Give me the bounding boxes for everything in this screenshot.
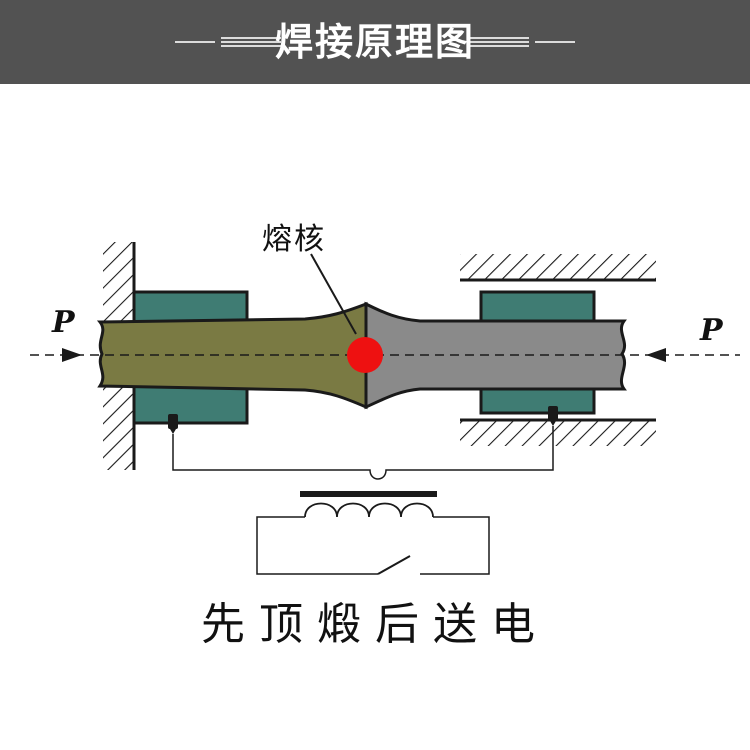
force-label-left: P	[52, 305, 75, 340]
right-electrode-contact	[548, 406, 558, 426]
weld-nugget	[347, 337, 383, 373]
transformer-coil	[304, 502, 434, 518]
secondary-circuit	[256, 516, 490, 575]
left-electrode-contact	[168, 414, 178, 434]
header-bar	[0, 0, 750, 84]
force-label-right: P	[700, 313, 723, 348]
transformer-core	[300, 491, 437, 497]
circuit-switch	[377, 555, 411, 575]
header-decoration-left	[175, 36, 285, 48]
nugget-leader-line	[310, 253, 357, 335]
circuit-wiring	[172, 426, 554, 480]
process-caption: 先顶煅后送电	[201, 599, 549, 650]
right-carriage-top-rail	[460, 254, 656, 282]
force-arrow-left	[62, 348, 82, 362]
weld-nugget-label: 熔核	[262, 222, 326, 257]
header-decoration-right	[465, 36, 575, 48]
force-arrow-right	[646, 348, 666, 362]
page-title: 焊接原理图	[274, 20, 475, 64]
right-carriage-bottom-rail	[460, 418, 656, 446]
